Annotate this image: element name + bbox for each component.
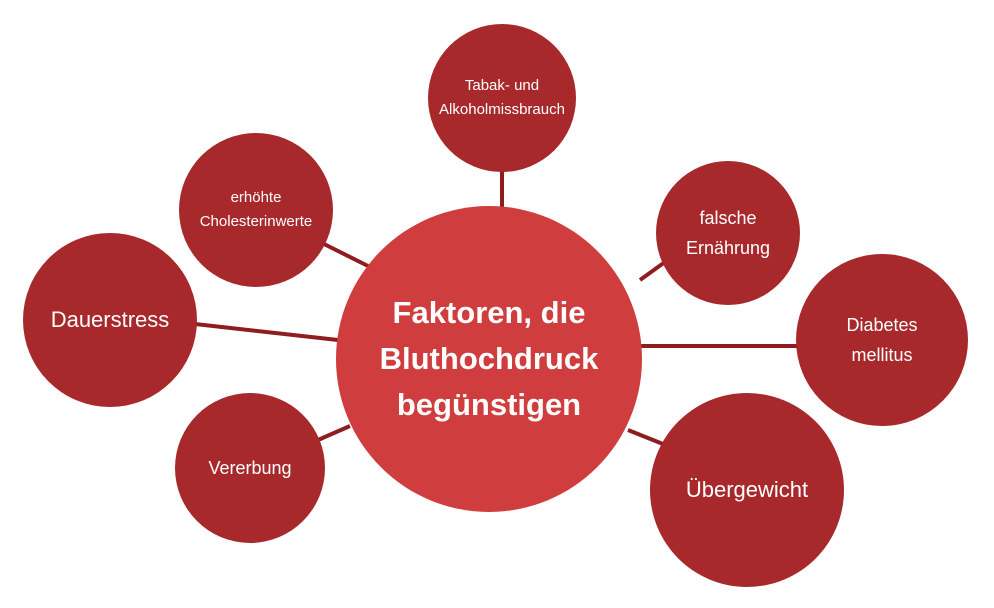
connector-cholesterin bbox=[319, 240, 373, 270]
factor-label: Ernährung bbox=[685, 238, 771, 258]
factor-diabetes: Diabetes mellitus bbox=[796, 254, 968, 426]
factor-dauerstress: Dauerstress bbox=[23, 233, 197, 407]
factor-label: erhöhte bbox=[230, 189, 282, 206]
factor-label: Tabak- und bbox=[464, 77, 540, 94]
factor-label: Cholesterinwerte bbox=[199, 213, 313, 230]
factor-label: falsche bbox=[699, 208, 757, 228]
connector-ernaehrung bbox=[638, 260, 667, 282]
connector-vererbung bbox=[317, 424, 351, 442]
factor-label: Dauerstress bbox=[50, 307, 170, 332]
factor-uebergewicht: Übergewicht bbox=[650, 393, 844, 587]
center-title-line: Faktoren, die bbox=[392, 295, 586, 330]
factor-label: Vererbung bbox=[208, 458, 292, 478]
factor-vererbung: Vererbung bbox=[175, 393, 325, 543]
factor-label: mellitus bbox=[851, 345, 913, 365]
factor-label: Übergewicht bbox=[685, 477, 809, 502]
connector-dauerstress bbox=[194, 322, 339, 342]
factor-label: Diabetes bbox=[846, 315, 918, 335]
factor-label: Alkoholmissbrauch bbox=[439, 101, 565, 118]
center-title-line: begünstigen bbox=[396, 387, 582, 422]
center-title-line: Bluthochdruck bbox=[379, 341, 599, 376]
center-topic: Faktoren, die Bluthochdruck begünstigen bbox=[336, 206, 642, 512]
